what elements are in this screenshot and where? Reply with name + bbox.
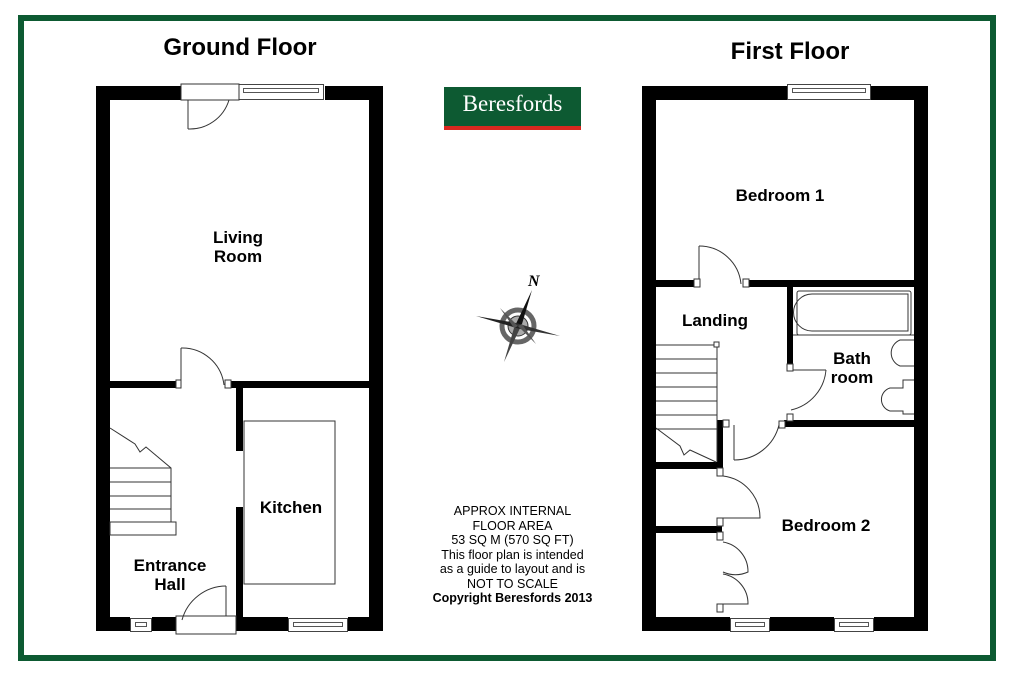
gf-wall-kitchen-upper	[236, 385, 243, 451]
basin-icon	[890, 339, 914, 367]
gf-window-front-kitchen	[288, 618, 348, 632]
ff-wall-bottom-c	[874, 617, 928, 631]
area-disclaimer: APPROX INTERNAL FLOOR AREA 53 SQ M (570 …	[405, 504, 620, 606]
gf-stairs-icon	[109, 427, 177, 536]
gf-wall-living-kitchen	[231, 381, 383, 388]
ff-window-front-1	[730, 618, 770, 632]
gf-wall-bottom-d	[348, 617, 383, 631]
ff-bedroom1-door-icon	[693, 245, 750, 288]
ff-wall-bath-left	[787, 283, 793, 367]
gf-wall-kitchen-lower	[236, 507, 243, 631]
ff-wall-bed1-landing-left	[642, 280, 694, 287]
gf-wall-living-hall-left	[96, 381, 178, 388]
copyright-text: Copyright Beresfords 2013	[432, 591, 593, 605]
kitchen-label: Kitchen	[259, 498, 323, 517]
ff-window-rear	[787, 84, 871, 100]
gf-window-rear	[238, 84, 324, 100]
ff-wall-bed1-landing-right	[749, 280, 928, 287]
landing-label: Landing	[681, 311, 749, 330]
ff-bedroom2-door-icon	[722, 419, 786, 461]
bedroom-2-label: Bedroom 2	[781, 516, 871, 535]
ff-wall-bath-bottom	[784, 420, 928, 427]
gf-rear-door-icon	[180, 83, 240, 130]
ff-wall-left	[642, 86, 656, 631]
gf-wall-bottom-a	[96, 617, 130, 631]
logo-text: Beresfords	[462, 91, 563, 116]
beresfords-logo: Beresfords	[444, 87, 581, 130]
ff-wall-cupboard-divider	[642, 526, 722, 533]
note-line-6: NOT TO SCALE	[466, 576, 558, 591]
ff-wall-top-right	[870, 86, 928, 100]
bath-tub-icon	[796, 290, 912, 336]
page-border-frame	[18, 15, 996, 661]
ff-cupboard-doors-icon	[716, 467, 761, 613]
compass-rose-icon: N	[476, 273, 560, 362]
ground-floor-title: Ground Floor	[163, 34, 317, 61]
gf-window-front-hall	[130, 618, 152, 632]
gf-wall-top-left	[96, 86, 182, 100]
ff-bathroom-door-icon	[786, 363, 827, 422]
note-line-4: This floor plan is intended	[441, 547, 584, 562]
note-line-1: APPROX INTERNAL	[453, 504, 572, 518]
ff-wall-right	[914, 86, 928, 631]
ff-stairs-icon	[655, 341, 720, 463]
ff-window-front-2	[834, 618, 874, 632]
compass-north-label: N	[527, 273, 541, 290]
gf-wall-left	[96, 86, 110, 631]
entrance-hall-label: Entrance Hall	[133, 556, 207, 594]
note-line-3: 53 SQ M (570 SQ FT)	[451, 533, 574, 547]
kitchen-worktop-icon	[243, 420, 336, 585]
bedroom-1-label: Bedroom 1	[735, 186, 825, 205]
ff-wall-bottom-a	[642, 617, 730, 631]
note-line-2: FLOOR AREA	[472, 518, 553, 533]
bathroom-label: Bath room	[830, 349, 874, 387]
toilet-icon	[881, 379, 914, 415]
gf-wall-top-right	[325, 86, 383, 100]
gf-living-door-icon	[175, 347, 232, 389]
ff-wall-stair-right	[717, 420, 723, 468]
gf-wall-bottom-c	[236, 617, 288, 631]
living-room-label: Living Room	[212, 228, 264, 266]
ff-wall-stair-bottom	[642, 462, 722, 469]
gf-front-door-icon	[175, 585, 237, 635]
gf-wall-bottom-b	[152, 617, 176, 631]
gf-wall-right	[369, 86, 383, 631]
note-line-5: as a guide to layout and is	[439, 562, 586, 576]
ff-wall-bottom-b	[770, 617, 834, 631]
ff-wall-top-left	[642, 86, 788, 100]
first-floor-title: First Floor	[730, 38, 850, 65]
